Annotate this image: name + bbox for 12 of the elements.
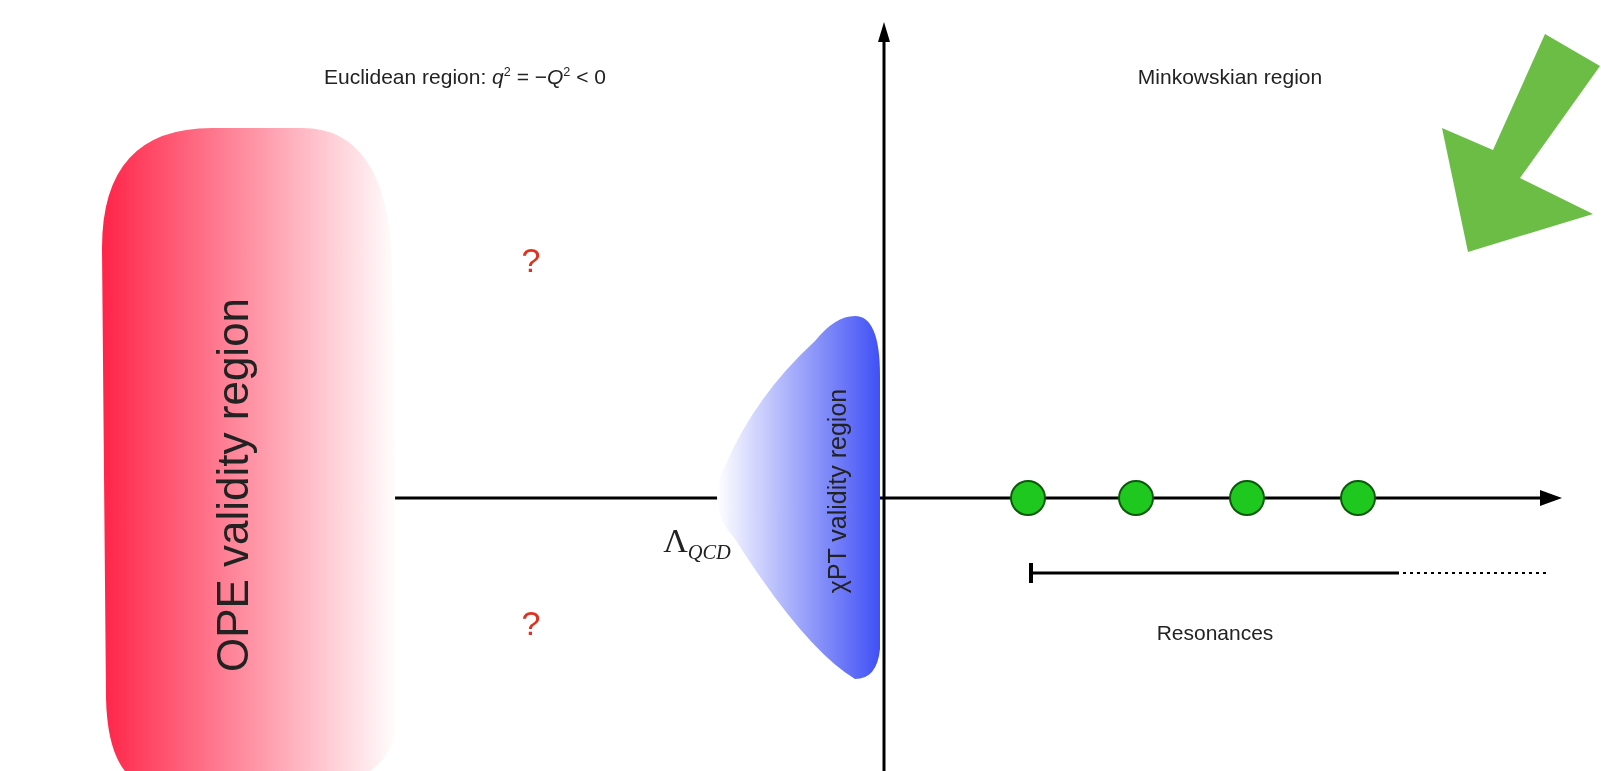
question-mark: ? <box>521 240 541 280</box>
region-label: Minkowskian region <box>1137 65 1323 89</box>
scale-label: Λ$_{QCD}$ <box>663 521 731 565</box>
resonance-dot <box>1010 480 1046 516</box>
region-label: Euclidean region: q$^{2}$ = −Q$^{2}$ < 0 <box>324 65 606 89</box>
region-label: OPE validity region <box>211 297 255 673</box>
region-label: χPT validity region <box>824 388 850 594</box>
question-mark: ? <box>521 603 541 643</box>
resonance-dot <box>1340 480 1376 516</box>
resonance-dot <box>1229 480 1265 516</box>
resonance-dot <box>1118 480 1154 516</box>
range-label: Resonances <box>1156 621 1274 645</box>
